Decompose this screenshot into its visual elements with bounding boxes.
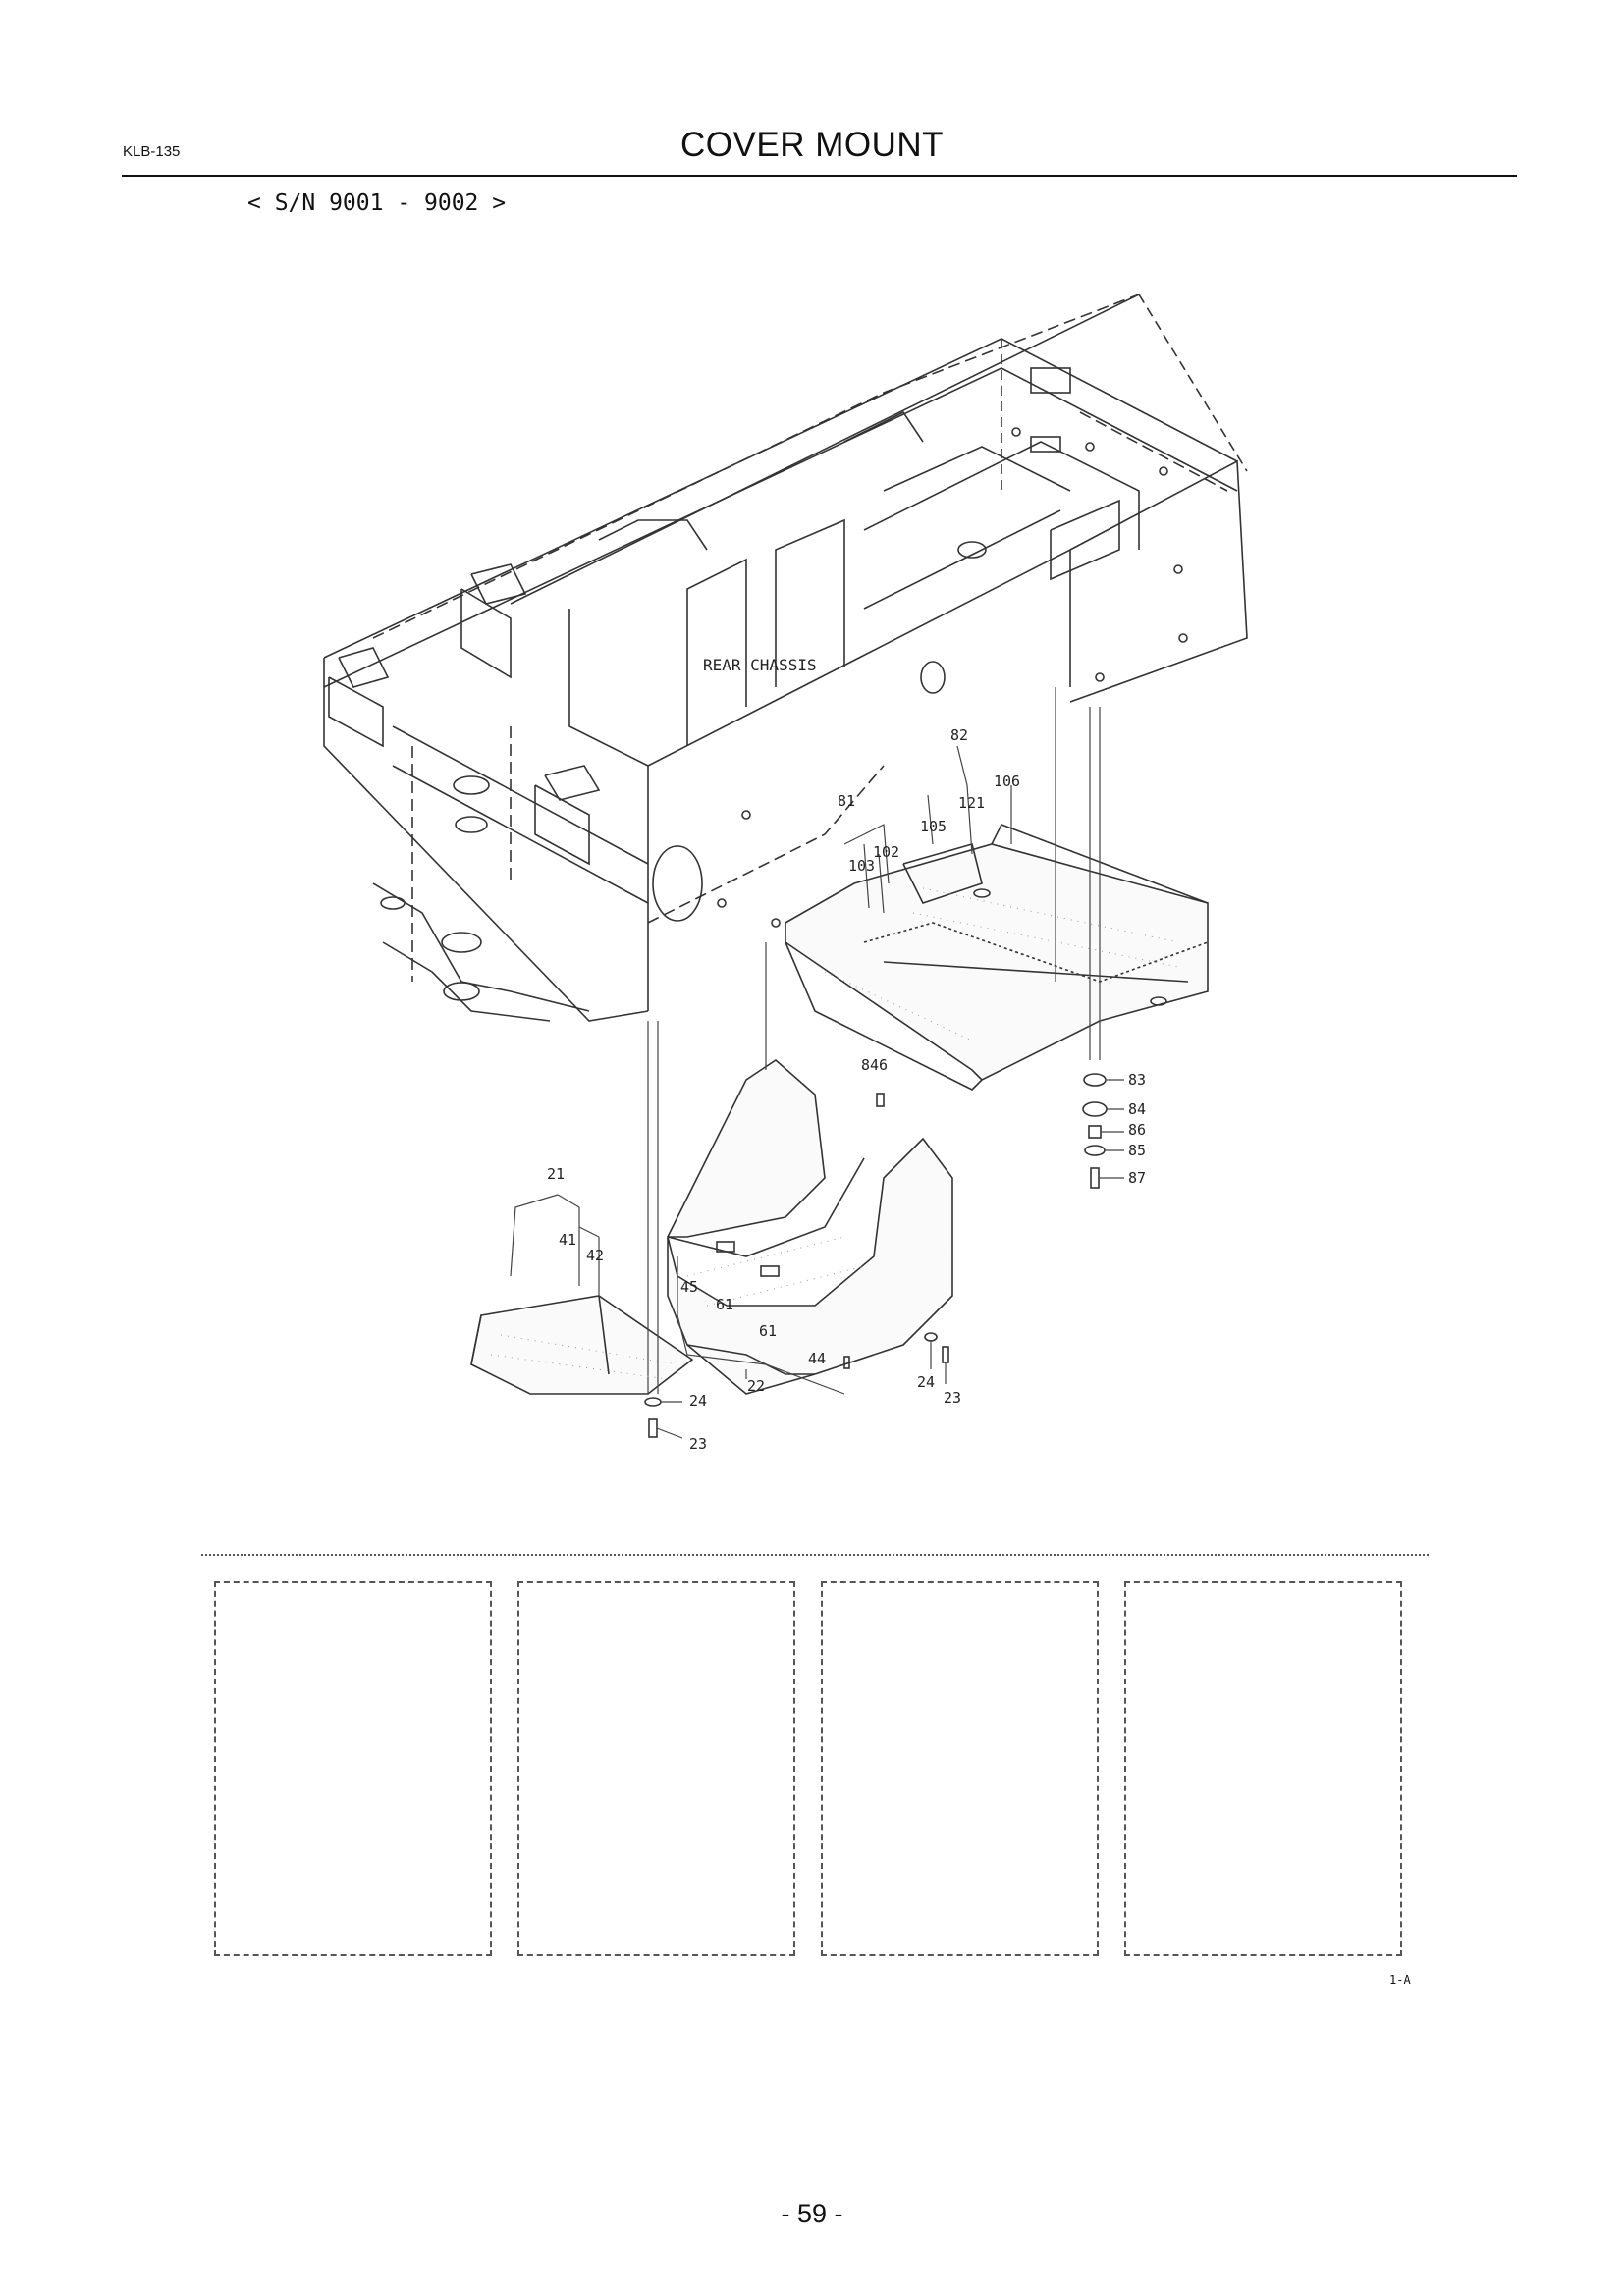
part-846: 846 <box>861 1056 888 1074</box>
serial-number-range: < S/N 9001 - 9002 > <box>247 190 507 216</box>
part-44: 44 <box>808 1350 826 1367</box>
part-24-right: 24 <box>917 1373 935 1391</box>
hardware-stack-right <box>1082 1073 1108 1189</box>
part-81: 81 <box>838 792 855 810</box>
part-45: 45 <box>680 1278 698 1296</box>
part-84: 84 <box>1128 1100 1146 1118</box>
note-box <box>517 1581 795 1956</box>
part-42: 42 <box>586 1247 604 1264</box>
part-82: 82 <box>950 726 968 744</box>
leader-lines <box>510 687 1124 1439</box>
part-41: 41 <box>559 1231 576 1249</box>
part-85: 85 <box>1128 1142 1146 1159</box>
note-box <box>821 1581 1099 1956</box>
part-105: 105 <box>920 818 947 835</box>
cover-left-assembly <box>470 1295 694 1395</box>
part-87: 87 <box>1128 1169 1146 1187</box>
part-61-b: 61 <box>759 1322 777 1340</box>
page-title: COVER MOUNT <box>680 126 944 164</box>
page-number: - 59 - <box>781 2199 843 2228</box>
section-divider <box>201 1554 1429 1556</box>
exploded-parts-diagram: REAR CHASSIS 21 41 42 24 23 45 61 61 22 … <box>323 294 1248 1453</box>
note-box <box>1124 1581 1402 1956</box>
part-61-a: 61 <box>716 1296 733 1313</box>
hardware-stack-left <box>644 1397 662 1438</box>
part-83: 83 <box>1128 1071 1146 1089</box>
part-86: 86 <box>1128 1121 1146 1139</box>
part-23-right: 23 <box>944 1389 961 1407</box>
cover-right-assembly <box>785 823 1209 1091</box>
part-103: 103 <box>848 857 875 875</box>
title-rule <box>122 175 1517 177</box>
surface-texture <box>490 887 1179 1380</box>
document-code: KLB-135 <box>123 143 181 160</box>
rear-chassis-frame <box>323 294 1248 1022</box>
part-22: 22 <box>747 1377 765 1395</box>
part-23-left: 23 <box>689 1435 707 1453</box>
part-102: 102 <box>873 843 899 861</box>
assembly-label: REAR CHASSIS <box>703 656 817 674</box>
part-21: 21 <box>547 1165 565 1183</box>
reference-code: 1-A <box>1389 1973 1411 1987</box>
cover-center-assembly <box>666 1058 953 1395</box>
part-106: 106 <box>994 773 1020 790</box>
part-121: 121 <box>958 794 985 812</box>
part-24-left: 24 <box>689 1392 707 1410</box>
note-box <box>214 1581 492 1956</box>
